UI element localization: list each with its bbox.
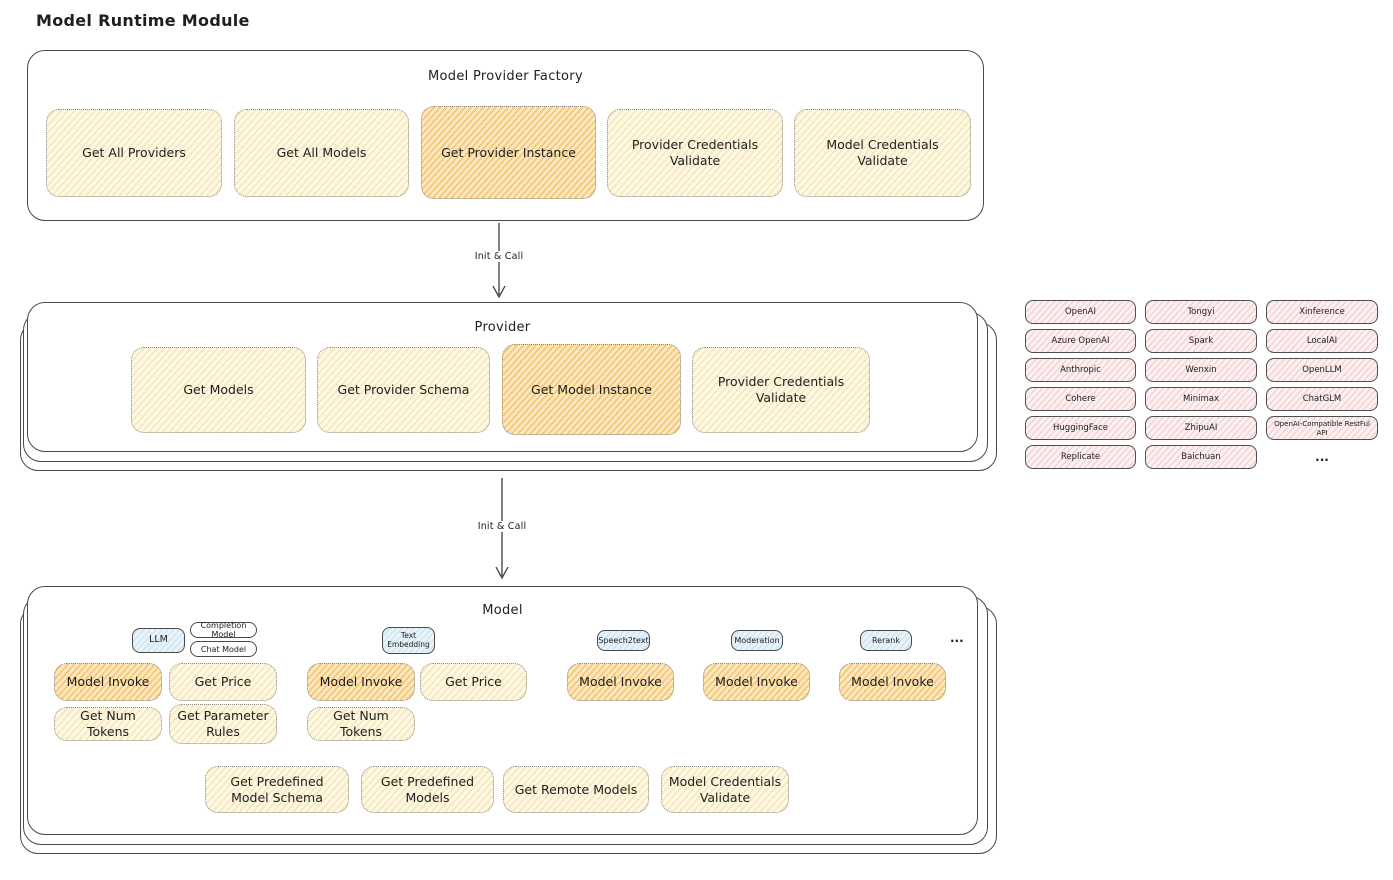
- node-moderation-model-invoke: Model Invoke: [703, 663, 810, 701]
- node-get-model-instance: Get Model Instance: [502, 344, 681, 435]
- node-model-credentials-validate: Model Credentials Validate: [794, 109, 971, 197]
- provider-pill-replicate: Replicate: [1025, 445, 1136, 469]
- tab-rerank: Rerank: [860, 630, 912, 651]
- tab-moderation: Moderation: [731, 630, 783, 651]
- model-provider-factory-panel: Model Provider Factory Get All Providers…: [27, 50, 984, 221]
- node-llm-get-price: Get Price: [169, 663, 277, 701]
- provider-panel: Provider Get Models Get Provider Schema …: [27, 302, 978, 452]
- node-speech2text-model-invoke: Model Invoke: [567, 663, 674, 701]
- node-get-provider-instance: Get Provider Instance: [421, 106, 596, 199]
- node-rerank-model-invoke: Model Invoke: [839, 663, 946, 701]
- node-llm-get-num-tokens: Get Num Tokens: [54, 707, 162, 741]
- provider-pill-localai: LocalAI: [1266, 329, 1378, 353]
- node-llm-get-parameter-rules: Get Parameter Rules: [169, 704, 277, 744]
- node-get-predefined-model-schema: Get Predefined Model Schema: [205, 766, 349, 813]
- provider-pill-chatglm: ChatGLM: [1266, 387, 1378, 411]
- node-get-all-providers: Get All Providers: [46, 109, 222, 197]
- init-call-label-2: Init & Call: [473, 521, 531, 532]
- provider-pill-baichuan: Baichuan: [1145, 445, 1257, 469]
- tabs-more-ellipsis: ...: [950, 631, 964, 645]
- provider-pill-openai: OpenAI: [1025, 300, 1136, 324]
- node-get-models: Get Models: [131, 347, 306, 433]
- tab-llm: LLM: [132, 628, 185, 653]
- model-panel-title: Model: [482, 603, 523, 618]
- factory-panel-title: Model Provider Factory: [428, 69, 583, 84]
- node-text-embedding-get-num-tokens: Get Num Tokens: [307, 707, 415, 741]
- provider-pill-spark: Spark: [1145, 329, 1257, 353]
- tag-completion-model: Completion Model: [190, 621, 257, 639]
- provider-pill-zhipuai: ZhipuAI: [1145, 416, 1257, 440]
- provider-pill-anthropic: Anthropic: [1025, 358, 1136, 382]
- tab-speech2text: Speech2text: [597, 630, 650, 651]
- init-call-label-1: Init & Call: [470, 251, 528, 262]
- provider-pill-wenxin: Wenxin: [1145, 358, 1257, 382]
- node-get-predefined-models: Get Predefined Models: [361, 766, 494, 813]
- provider-pill-openllm: OpenLLM: [1266, 358, 1378, 382]
- provider-panel-title: Provider: [474, 320, 531, 335]
- provider-pill-azure-openai: Azure OpenAI: [1025, 329, 1136, 353]
- model-panel: Model LLM Completion Model Chat Model Te…: [27, 586, 978, 835]
- node-provider-credentials-validate-2: Provider Credentials Validate: [692, 347, 870, 433]
- provider-pill-huggingface: HuggingFace: [1025, 416, 1136, 440]
- node-text-embedding-get-price: Get Price: [420, 663, 527, 701]
- node-llm-model-invoke: Model Invoke: [54, 663, 162, 701]
- node-get-all-models: Get All Models: [234, 109, 409, 197]
- tag-chat-model: Chat Model: [190, 641, 257, 657]
- model-panel-stack: Model LLM Completion Model Chat Model Te…: [20, 586, 997, 854]
- provider-pill-xinference: Xinference: [1266, 300, 1378, 324]
- node-get-provider-schema: Get Provider Schema: [317, 347, 490, 433]
- provider-panel-stack: Provider Get Models Get Provider Schema …: [20, 302, 997, 471]
- provider-list-grid: OpenAI Tongyi Xinference Azure OpenAI Sp…: [1025, 300, 1378, 469]
- node-get-remote-models: Get Remote Models: [503, 766, 649, 813]
- provider-pill-minimax: Minimax: [1145, 387, 1257, 411]
- provider-pill-more: ...: [1315, 450, 1329, 464]
- node-provider-credentials-validate: Provider Credentials Validate: [607, 109, 783, 197]
- page-title: Model Runtime Module: [36, 11, 250, 30]
- provider-pill-tongyi: Tongyi: [1145, 300, 1257, 324]
- node-text-embedding-model-invoke: Model Invoke: [307, 663, 415, 701]
- provider-pill-cohere: Cohere: [1025, 387, 1136, 411]
- tab-text-embedding: Text Embedding: [382, 627, 435, 654]
- node-model-credentials-validate-2: Model Credentials Validate: [661, 766, 789, 813]
- provider-pill-openai-compatible: OpenAI-Compatible RestFul API: [1266, 416, 1378, 440]
